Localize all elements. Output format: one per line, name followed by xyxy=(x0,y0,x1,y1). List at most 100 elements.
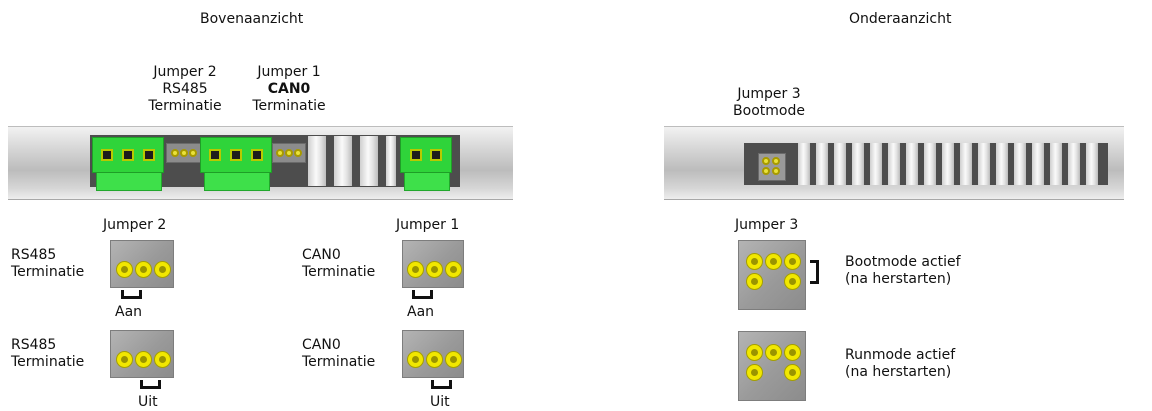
jumper-pin xyxy=(171,149,179,157)
vent-slot xyxy=(798,143,810,185)
connector-pin xyxy=(143,149,155,161)
top-view-title: Bovenaanzicht xyxy=(200,11,304,27)
jumper1-header-name: Jumper 1 xyxy=(257,64,321,80)
jumper1-off-line2: Terminatie xyxy=(302,354,376,370)
vent-slot xyxy=(1032,143,1044,185)
connector-pin xyxy=(230,149,242,161)
jumper2-off-line1: RS485 xyxy=(11,337,57,353)
jumper3-header-line1: Bootmode xyxy=(733,103,805,119)
jumper3-run-line2: (na herstarten) xyxy=(845,364,952,380)
jumper-pin xyxy=(762,157,770,165)
connector-pin xyxy=(430,149,442,161)
jumper3-boot-line2: (na herstarten) xyxy=(845,271,952,287)
jumper3-header: Jumper 3 Bootmode xyxy=(716,86,822,120)
jumper1-off-diagram xyxy=(402,330,464,378)
jumper3-board xyxy=(758,153,786,181)
jumper-pin xyxy=(784,273,801,290)
vent-slot xyxy=(888,143,900,185)
jumper2-on-line2: Terminatie xyxy=(11,264,85,280)
jumper-pin xyxy=(116,351,133,368)
jumper-pin xyxy=(784,364,801,381)
vent-slot xyxy=(996,143,1008,185)
rs485-connector xyxy=(92,137,164,173)
vent-slot xyxy=(1068,143,1080,185)
vent-slot xyxy=(334,136,352,186)
jumper1-header: Jumper 1 CAN0 Terminatie xyxy=(236,64,342,115)
jumper2-off-label: RS485 Terminatie xyxy=(11,337,84,371)
jumper-pin xyxy=(426,261,443,278)
jumper1-off-bracket xyxy=(431,380,452,389)
jumper-pin xyxy=(116,261,133,278)
jumper1-header-line2: Terminatie xyxy=(252,98,326,114)
jumper3-boot-label: Bootmode actief (na herstarten) xyxy=(845,254,961,288)
jumper-pin xyxy=(746,273,763,290)
jumper-pin xyxy=(189,149,197,157)
jumper2-off-bracket xyxy=(140,380,161,389)
jumper1-on-diagram xyxy=(402,240,464,288)
jumper1-off-state: Uit xyxy=(430,394,450,410)
jumper-pin xyxy=(276,149,284,157)
connector-pin xyxy=(101,149,113,161)
jumper1-on-state: Aan xyxy=(407,304,435,320)
jumper3-detail-title: Jumper 3 xyxy=(735,217,799,233)
connector-pin xyxy=(251,149,263,161)
jumper2-header-line2: Terminatie xyxy=(148,98,222,114)
connector-pin xyxy=(122,149,134,161)
jumper3-header-name: Jumper 3 xyxy=(737,86,801,102)
jumper3-boot-diagram xyxy=(738,240,806,310)
connector-pin xyxy=(410,149,422,161)
vent-slot xyxy=(978,143,990,185)
jumper-pin xyxy=(746,253,763,270)
vent-slot xyxy=(386,136,396,186)
jumper-pin xyxy=(285,149,293,157)
jumper3-boot-bracket xyxy=(810,260,819,284)
can0-connector xyxy=(200,137,272,173)
vent-slot xyxy=(1050,143,1062,185)
jumper-pin xyxy=(772,157,780,165)
jumper2-off-state: Uit xyxy=(138,394,158,410)
vent-slot xyxy=(960,143,972,185)
jumper-pin xyxy=(784,253,801,270)
jumper1-off-label: CAN0 Terminatie xyxy=(302,337,375,371)
jumper1-header-line1: CAN0 xyxy=(267,81,311,97)
jumper2-on-state: Aan xyxy=(115,304,143,320)
jumper-pin xyxy=(746,364,763,381)
jumper2-off-diagram xyxy=(110,330,174,378)
jumper3-run-label: Runmode actief (na herstarten) xyxy=(845,347,955,381)
jumper-pin xyxy=(762,167,770,175)
jumper2-on-label: RS485 Terminatie xyxy=(11,247,84,281)
jumper-pin xyxy=(765,344,782,361)
jumper2-on-line1: RS485 xyxy=(11,247,57,263)
vent-slot xyxy=(816,143,828,185)
jumper1-on-line1: CAN0 xyxy=(302,247,341,263)
jumper-pin xyxy=(180,149,188,157)
jumper-pin xyxy=(445,261,462,278)
jumper1-off-line1: CAN0 xyxy=(302,337,341,353)
vent-slot xyxy=(360,136,378,186)
jumper3-run-diagram xyxy=(738,331,806,401)
jumper-pin xyxy=(407,351,424,368)
vent-slot xyxy=(942,143,954,185)
jumper3-boot-line1: Bootmode actief xyxy=(845,254,961,270)
jumper-pin xyxy=(746,344,763,361)
vent-slot xyxy=(834,143,846,185)
bottom-view-housing xyxy=(664,126,1124,200)
jumper-pin xyxy=(772,167,780,175)
jumper-pin xyxy=(154,351,171,368)
jumper1-board xyxy=(272,143,306,163)
jumper-pin xyxy=(294,149,302,157)
jumper2-header-line1: RS485 xyxy=(162,81,208,97)
jumper1-on-line2: Terminatie xyxy=(302,264,376,280)
jumper2-board xyxy=(166,143,202,163)
jumper2-off-line2: Terminatie xyxy=(11,354,85,370)
jumper2-on-bracket xyxy=(121,290,142,299)
jumper2-header: Jumper 2 RS485 Terminatie xyxy=(132,64,238,115)
bottom-view-title: Onderaanzicht xyxy=(849,11,952,27)
power-connector xyxy=(400,137,452,173)
jumper-pin xyxy=(135,261,152,278)
connector-pin xyxy=(209,149,221,161)
jumper1-detail-title: Jumper 1 xyxy=(396,217,460,233)
vent-slot xyxy=(1086,143,1098,185)
vent-slot xyxy=(870,143,882,185)
jumper-pin xyxy=(426,351,443,368)
